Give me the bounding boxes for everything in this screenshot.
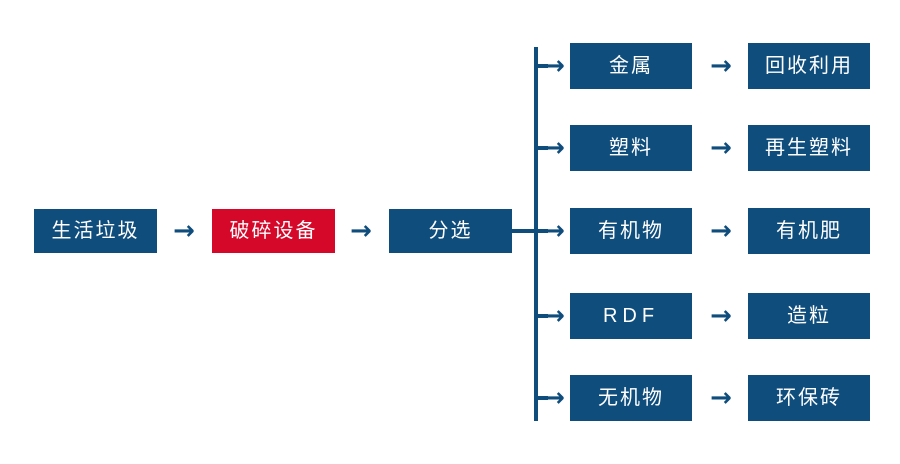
arrow-spine-to-metal: →	[543, 51, 565, 81]
node-material-inorganic[interactable]: 无机物	[570, 375, 692, 421]
arrow-waste-to-crusher: →	[173, 216, 195, 246]
node-sorting[interactable]: 分选	[389, 209, 512, 253]
arrow-spine-to-inorganic: →	[543, 383, 565, 413]
node-product-eco-brick[interactable]: 环保砖	[748, 375, 870, 421]
node-material-plastic[interactable]: 塑料	[570, 125, 692, 171]
branch-stem-organic	[538, 229, 548, 233]
arrow-plastic-to-product: →	[710, 133, 732, 163]
branch-stem-plastic	[538, 146, 548, 150]
connector-vertical-spine	[534, 47, 538, 421]
node-product-organic-fertilizer[interactable]: 有机肥	[748, 208, 870, 254]
branch-stem-metal	[538, 64, 548, 68]
arrow-rdf-to-product: →	[710, 301, 732, 331]
node-waste[interactable]: 生活垃圾	[34, 209, 157, 253]
arrow-spine-to-plastic: →	[543, 133, 565, 163]
arrow-crusher-to-sorting: →	[350, 216, 372, 246]
node-material-metal[interactable]: 金属	[570, 43, 692, 89]
arrow-spine-to-organic: →	[543, 216, 565, 246]
branch-stem-inorganic	[538, 396, 548, 400]
branch-stem-rdf	[538, 314, 548, 318]
connector-sorting-to-spine	[512, 229, 538, 233]
arrow-metal-to-product: →	[710, 51, 732, 81]
node-product-recycled-plastic[interactable]: 再生塑料	[748, 125, 870, 171]
node-crusher[interactable]: 破碎设备	[212, 209, 335, 253]
arrow-organic-to-product: →	[710, 216, 732, 246]
node-material-rdf[interactable]: RDF	[570, 293, 692, 339]
node-material-organic[interactable]: 有机物	[570, 208, 692, 254]
node-product-recycle[interactable]: 回收利用	[748, 43, 870, 89]
arrow-inorganic-to-product: →	[710, 383, 732, 413]
arrow-spine-to-rdf: →	[543, 301, 565, 331]
node-product-granulation[interactable]: 造粒	[748, 293, 870, 339]
